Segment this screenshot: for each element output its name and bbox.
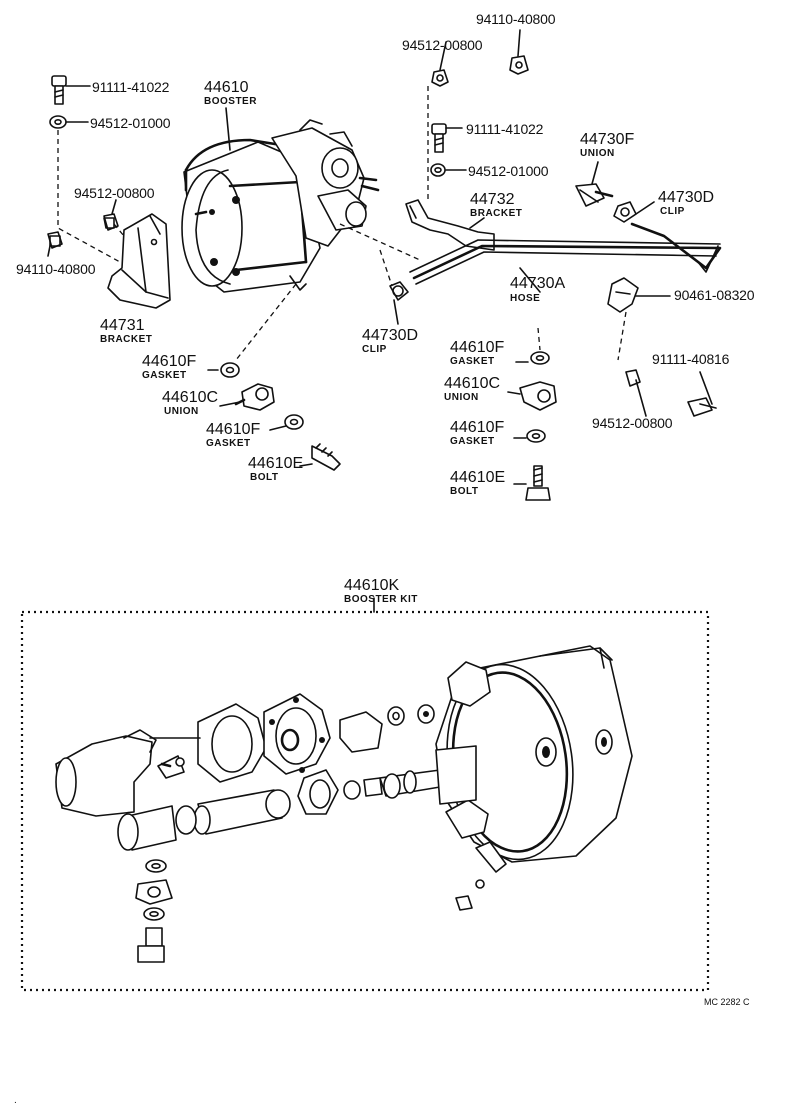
part-number-44610E-right: 44610E (450, 469, 506, 486)
part-number-44610F-right-2: 44610F (450, 419, 505, 436)
union-group-right (519, 351, 557, 501)
part-number-91111-40816: 91111-40816 (652, 351, 730, 367)
part-number-44731: 44731 (100, 317, 145, 334)
part-number-91111-41022-center: 91111-41022 (466, 121, 544, 137)
small-hardware-left (47, 75, 119, 249)
upper-leader-lines (47, 29, 713, 485)
part-name-union-left: UNION (164, 406, 199, 417)
part-number-94512-00800-right: 94512-00800 (592, 415, 673, 431)
part-name-union-top: UNION (580, 148, 615, 159)
part-name-booster: BOOSTER (204, 96, 257, 107)
part-name-booster-kit: BOOSTER KIT (344, 594, 418, 605)
booster-kit-drawing (55, 645, 633, 963)
part-number-44610: 44610 (204, 79, 249, 96)
part-name-bolt-right: BOLT (450, 486, 479, 497)
bracket-44731-drawing (107, 213, 171, 309)
part-number-44610E-left: 44610E (248, 455, 304, 472)
part-number-94110-40800-top: 94110-40800 (476, 11, 556, 27)
booster-assembly-drawing (181, 119, 380, 293)
part-number-94512-00800-top: 94512-00800 (402, 37, 483, 53)
union-and-clip-right (575, 183, 717, 417)
part-number-94512-00800-left: 94512-00800 (74, 185, 155, 201)
part-name-hose: HOSE (510, 293, 541, 304)
part-number-94512-01000-left: 94512-01000 (90, 115, 171, 131)
part-number-91111-41022-left: 91111-41022 (92, 79, 170, 95)
union-group-left (220, 362, 341, 471)
part-name-union-right: UNION (444, 392, 479, 403)
part-name-clip-right: CLIP (660, 206, 685, 217)
part-name-gasket-right-1: GASKET (450, 356, 495, 367)
part-number-44730F-top: 44730F (580, 131, 635, 148)
part-name-gasket-right-2: GASKET (450, 436, 495, 447)
part-name-gasket-left-2: GASKET (206, 438, 251, 449)
part-number-44610F-left-1: 44610F (142, 353, 197, 370)
part-number-44730A: 44730A (510, 275, 566, 292)
part-number-44610F-left-2: 44610F (206, 421, 261, 438)
part-name-clip-middle: CLIP (362, 344, 387, 355)
part-number-90461-08320: 90461-08320 (674, 287, 755, 303)
part-name-bolt-left: BOLT (250, 472, 279, 483)
part-number-44610K: 44610K (344, 577, 400, 594)
part-number-94512-01000-center: 94512-01000 (468, 163, 549, 179)
part-name-bracket-44732: BRACKET (470, 208, 523, 219)
part-number-44730D-right: 44730D (658, 189, 715, 206)
bracket-and-hose (389, 199, 722, 301)
corner-mark: . (14, 1095, 17, 1106)
part-number-44610C-left: 44610C (162, 389, 219, 406)
part-name-bracket-44731: BRACKET (100, 334, 153, 345)
top-center-hardware (430, 55, 529, 177)
part-name-gasket-left-1: GASKET (142, 370, 187, 381)
booster-kit-frame (20, 597, 710, 992)
drawing-code: MC 2282 C (704, 997, 750, 1007)
part-number-44610F-right-1: 44610F (450, 339, 505, 356)
part-number-44732: 44732 (470, 191, 515, 208)
part-number-44730D-middle: 44730D (362, 327, 419, 344)
part-number-44610C-right: 44610C (444, 375, 501, 392)
part-number-94110-40800-left: 94110-40800 (16, 261, 96, 277)
